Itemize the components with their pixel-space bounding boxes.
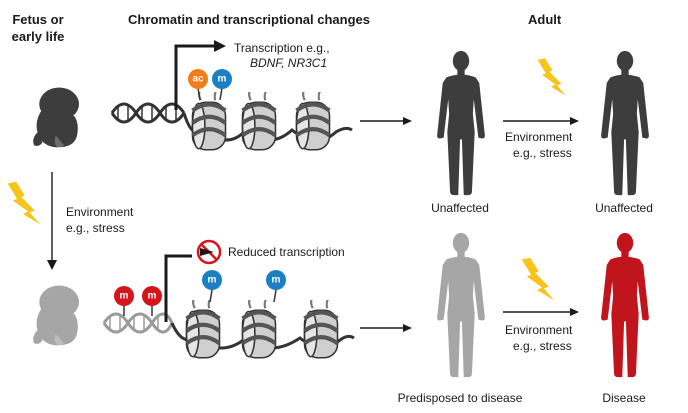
no-sign-icon	[196, 239, 222, 265]
caption-predisposed: Predisposed to disease	[398, 391, 523, 405]
header-adult: Adult	[528, 12, 562, 27]
nucleosome-icon	[305, 296, 338, 358]
nucleosome-icon	[187, 296, 220, 358]
lightning-icon	[537, 58, 566, 96]
histone-methyl-label: m	[272, 275, 281, 286]
arrow-head	[47, 260, 57, 270]
header-fetus-line1: Fetus or	[12, 12, 63, 27]
dna-methyl-label: m	[148, 291, 157, 302]
acetyl-badge	[188, 69, 208, 89]
dna-icon	[110, 102, 186, 124]
histone-methyl-badge	[202, 270, 222, 290]
human-figure-icon	[437, 232, 485, 378]
transcription-genes: BDNF, NR3C1	[250, 56, 327, 70]
histone-methyl-label: m	[208, 275, 217, 286]
reduced-transcription-arrow	[164, 254, 192, 322]
lightning-icon	[7, 181, 40, 225]
methyl-badge	[212, 69, 232, 89]
human-figure-icon	[437, 50, 485, 196]
nucleosome-icon	[243, 88, 276, 150]
caption-unaffected-left: Unaffected	[431, 201, 489, 215]
fetus-icon	[33, 87, 80, 149]
histone-methyl-badge	[266, 270, 286, 290]
fetus-icon	[33, 285, 80, 347]
transcription-arrow	[174, 44, 216, 110]
transcription-label: Transcription e.g.,	[234, 41, 330, 55]
env-mid-line1: Environment	[66, 205, 134, 219]
env-bottom-line2: e.g., stress	[513, 339, 572, 353]
nucleosome-icon	[297, 88, 330, 150]
dna-methyl-label: m	[120, 291, 129, 302]
caption-unaffected-right: Unaffected	[595, 201, 653, 215]
dna-icon	[102, 312, 174, 334]
lightning-icon	[521, 257, 554, 301]
reduced-transcription-label: Reduced transcription	[228, 245, 345, 259]
header-fetus-line2: early life	[12, 29, 65, 44]
nucleosome-icon	[243, 296, 276, 358]
human-figure-icon	[601, 50, 649, 196]
human-figure-icon	[601, 232, 649, 378]
acetyl-badge-label: ac	[192, 74, 204, 85]
dna-methyl-badge	[114, 286, 134, 306]
caption-disease: Disease	[602, 391, 646, 405]
env-mid-line2: e.g., stress	[66, 221, 125, 235]
arrow-head	[214, 40, 226, 52]
header-chromatin: Chromatin and transcriptional changes	[128, 12, 370, 27]
env-top-line2: e.g., stress	[513, 146, 572, 160]
env-bottom-line1: Environment	[505, 323, 573, 337]
env-top-line1: Environment	[505, 130, 573, 144]
methyl-badge-label: m	[218, 74, 227, 85]
dna-methyl-badge	[142, 286, 162, 306]
